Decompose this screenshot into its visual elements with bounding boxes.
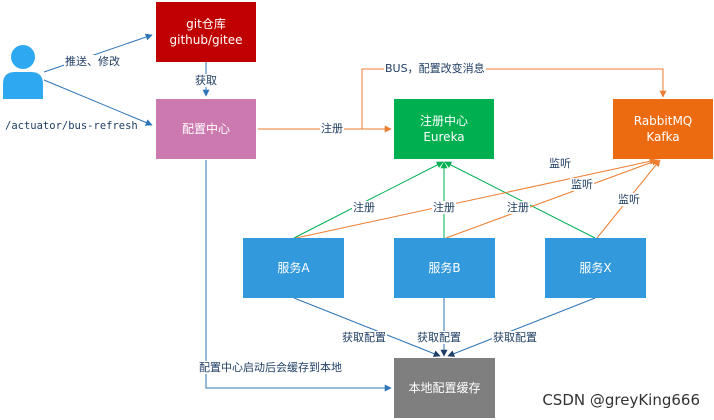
register-service-a-label: 注册 — [352, 201, 376, 214]
edge-bus-refresh — [43, 79, 153, 126]
fetch-config-service-a-label: 获取配置 — [341, 331, 387, 344]
config-center-label: 配置中心 — [181, 122, 230, 136]
mq-label: RabbitMQ — [633, 114, 693, 128]
eureka-sublabel: Eureka — [423, 130, 465, 144]
local-cache-node: 本地配置缓存 — [394, 358, 495, 418]
service-a-node: 服务A — [243, 238, 344, 298]
register-service-x-label: 注册 — [506, 201, 530, 214]
bus-refresh-label: /actuator/bus-refresh — [4, 120, 139, 133]
service-x-node: 服务X — [545, 238, 646, 298]
edge-fetch-config-service-x — [447, 297, 596, 357]
listen-service-x-label: 监听 — [617, 193, 641, 206]
git-repo-label: git仓库 — [186, 17, 226, 31]
git-repo-sublabel: github/gitee — [169, 33, 243, 47]
register-service-b-label: 注册 — [432, 201, 456, 214]
edge-listen-service-b — [445, 158, 659, 239]
edge-cache-local — [205, 160, 392, 392]
service-x-label: 服务X — [579, 261, 612, 275]
edge-fetch-config-service-a — [293, 297, 441, 357]
fetch-config-service-b-label: 获取配置 — [416, 331, 462, 344]
listen-service-b-label: 监听 — [570, 178, 594, 191]
config-center-node: 配置中心 — [156, 99, 256, 159]
service-b-label: 服务B — [428, 261, 461, 275]
service-b-node: 服务B — [394, 238, 495, 298]
register-config-center-label: 注册 — [320, 122, 344, 135]
edge-listen-service-a — [295, 157, 657, 239]
fetch-label: 获取 — [194, 74, 218, 87]
user-icon — [3, 45, 43, 99]
local-cache-label: 本地配置缓存 — [408, 381, 481, 395]
bus-message-label: BUS，配置改变消息 — [384, 62, 486, 75]
edge-register-service-x — [444, 161, 596, 239]
git-repo-node: git仓库 github/gitee — [156, 2, 256, 62]
push-modify-label: 推送、修改 — [64, 55, 121, 68]
fetch-config-service-x-label: 获取配置 — [492, 331, 538, 344]
cache-local-label: 配置中心启动后会缓存到本地 — [198, 361, 343, 374]
mq-node: RabbitMQ Kafka — [613, 99, 713, 159]
listen-service-a-label: 监听 — [548, 157, 572, 170]
watermark: CSDN @greyKing666 — [542, 391, 700, 409]
edge-bus-message — [361, 68, 667, 129]
edge-push-modify — [43, 33, 153, 73]
eureka-node: 注册中心 Eureka — [394, 99, 494, 159]
mq-sublabel: Kafka — [646, 130, 680, 144]
edge-register-service-a — [293, 161, 444, 239]
eureka-label: 注册中心 — [419, 114, 468, 128]
service-a-label: 服务A — [277, 261, 310, 275]
